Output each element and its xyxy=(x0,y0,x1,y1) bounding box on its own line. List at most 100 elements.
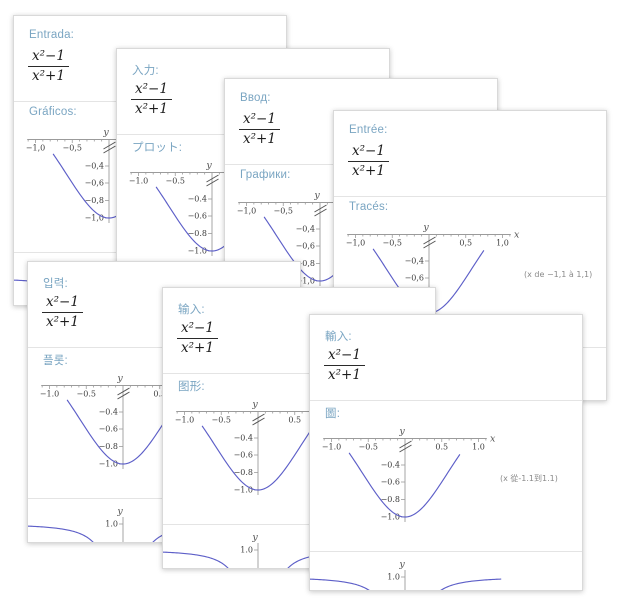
y-tick-label: −0,4 xyxy=(296,225,315,234)
x-tick-label: −1.0 xyxy=(40,390,59,399)
y-tick-label: −0.6 xyxy=(99,425,118,434)
expression-numerator: x²−1 xyxy=(28,48,69,67)
axis-break-icon xyxy=(423,240,436,249)
expression-denominator: x²+1 xyxy=(135,101,168,117)
math-expression: x²−1 x²+1 xyxy=(42,294,83,330)
y-tick-label: −1.0 xyxy=(188,247,207,256)
function-curve xyxy=(66,399,179,465)
input-section-label: Ввод: xyxy=(240,92,271,104)
x-axis-label: x xyxy=(514,230,520,241)
axis-break-icon xyxy=(314,204,327,213)
axis-break-icon xyxy=(399,444,412,453)
y-axis-label: y xyxy=(398,426,405,437)
y-tick-label: −1.0 xyxy=(234,486,253,495)
axis-break-icon xyxy=(117,387,130,396)
expression-numerator: x²−1 xyxy=(348,143,389,162)
y-tick-label: −1,0 xyxy=(296,277,315,286)
axis-break-icon xyxy=(103,141,116,150)
function-curve xyxy=(310,578,502,590)
wide-range-plot: y 1.0 xyxy=(310,559,502,590)
x-tick-label: −1,0 xyxy=(237,207,256,216)
y-axis-label: y xyxy=(313,190,320,201)
y-tick-label: −0.4 xyxy=(234,434,253,443)
axis-break-icon xyxy=(314,208,327,217)
expression-denominator: x²+1 xyxy=(328,367,361,383)
expression-denominator: x²+1 xyxy=(32,68,65,84)
axis-break-icon xyxy=(399,440,412,449)
y-tick-label: −0.6 xyxy=(381,478,400,487)
x-tick-label: 0,5 xyxy=(459,239,472,248)
y-tick-label: −0,4 xyxy=(405,257,424,266)
expression-numerator: x²−1 xyxy=(324,347,365,366)
x-tick-label: 0.5 xyxy=(288,416,301,425)
x-tick-label: 1,0 xyxy=(496,239,509,248)
y-tick-label: −1,0 xyxy=(85,214,104,223)
axis-break-icon xyxy=(423,236,436,245)
x-tick-label: −1,0 xyxy=(26,144,45,153)
y-axis-label: y xyxy=(116,373,123,384)
input-section-label: 입력: xyxy=(43,278,68,290)
x-tick-label: −1.0 xyxy=(322,443,341,452)
y-tick-label: −0,6 xyxy=(85,179,104,188)
function-curve xyxy=(348,452,461,518)
plots-section-label: 圖: xyxy=(325,408,341,420)
plots-section-label: 图形: xyxy=(178,381,205,393)
x-tick-label: −0,5 xyxy=(274,207,293,216)
y-tick-label: −0.6 xyxy=(234,451,253,460)
x-tick-label: 0.5 xyxy=(435,443,448,452)
x-tick-label: 0.5 xyxy=(153,390,166,399)
section-divider xyxy=(334,196,606,197)
plots-canvas: x y −1.0 −0.5 0.5 1.0 −0.4 −0.6 −0.8 −1.… xyxy=(310,426,558,590)
y-tick-label: −0,8 xyxy=(296,259,315,268)
x-tick-label: −1.0 xyxy=(175,416,194,425)
axis-break-icon xyxy=(252,417,265,426)
y-axis-label: y xyxy=(398,559,405,570)
expression-denominator: x²+1 xyxy=(352,163,385,179)
math-expression: x²−1 x²+1 xyxy=(239,111,280,147)
y-tick-label: −0,8 xyxy=(85,196,104,205)
expression-denominator: x²+1 xyxy=(243,131,276,147)
plots-section-label: 플롯: xyxy=(43,355,68,367)
x-tick-label: −0.5 xyxy=(212,416,231,425)
expression-denominator: x²+1 xyxy=(181,340,214,356)
expression-numerator: x²−1 xyxy=(131,81,172,100)
x-axis-label: x xyxy=(490,434,496,445)
y-tick-label: −0,4 xyxy=(85,162,104,171)
math-expression: x²−1 x²+1 xyxy=(131,81,172,117)
section-divider xyxy=(310,551,582,552)
x-tick-label: −0.5 xyxy=(359,443,378,452)
y-axis-label: y xyxy=(251,399,258,410)
y-tick-label: −1.0 xyxy=(99,460,118,469)
expression-denominator: x²+1 xyxy=(46,314,79,330)
y-tick-label: −0.4 xyxy=(188,195,207,204)
y-tick-label: −0.8 xyxy=(381,495,400,504)
plots-section-label: Gráficos: xyxy=(29,106,77,118)
axis-break-icon xyxy=(103,145,116,154)
y-tick-label: −0.4 xyxy=(381,461,400,470)
section-divider xyxy=(163,524,435,525)
axis-break-icon xyxy=(206,178,219,187)
y-axis-label: y xyxy=(102,127,109,138)
y-axis-label: y xyxy=(251,532,258,543)
plots-section-label: Tracés: xyxy=(349,201,389,213)
result-card: 輸入: x²−1 x²+1 圖: x y −1.0 −0.5 0.5 1.0 xyxy=(309,314,583,591)
axis-break-icon xyxy=(206,174,219,183)
axis-break-icon xyxy=(117,391,130,400)
axis-break-icon xyxy=(252,413,265,422)
y-tick-label: 1.0 xyxy=(240,546,253,555)
plots-section-label: プロット: xyxy=(132,142,183,154)
input-section-label: Entrada: xyxy=(29,29,75,41)
x-axis-ticks xyxy=(347,234,511,238)
y-tick-label: 1.0 xyxy=(105,520,118,529)
plot-range-annotation: (x de −1,1 à 1,1) xyxy=(524,270,592,279)
x-tick-label: −0.5 xyxy=(166,177,185,186)
math-expression: x²−1 x²+1 xyxy=(177,320,218,356)
zoomed-plot: x y −1.0 −0.5 0.5 1.0 −0.4 −0.6 −0.8 −1.… xyxy=(322,426,558,522)
x-tick-label: −0,5 xyxy=(383,239,402,248)
math-expression: x²−1 x²+1 xyxy=(28,48,69,84)
plots-section-label: Графики: xyxy=(240,169,291,181)
y-axis-label: y xyxy=(116,506,123,517)
y-axis-label: y xyxy=(422,222,429,233)
x-tick-label: −1,0 xyxy=(346,239,365,248)
